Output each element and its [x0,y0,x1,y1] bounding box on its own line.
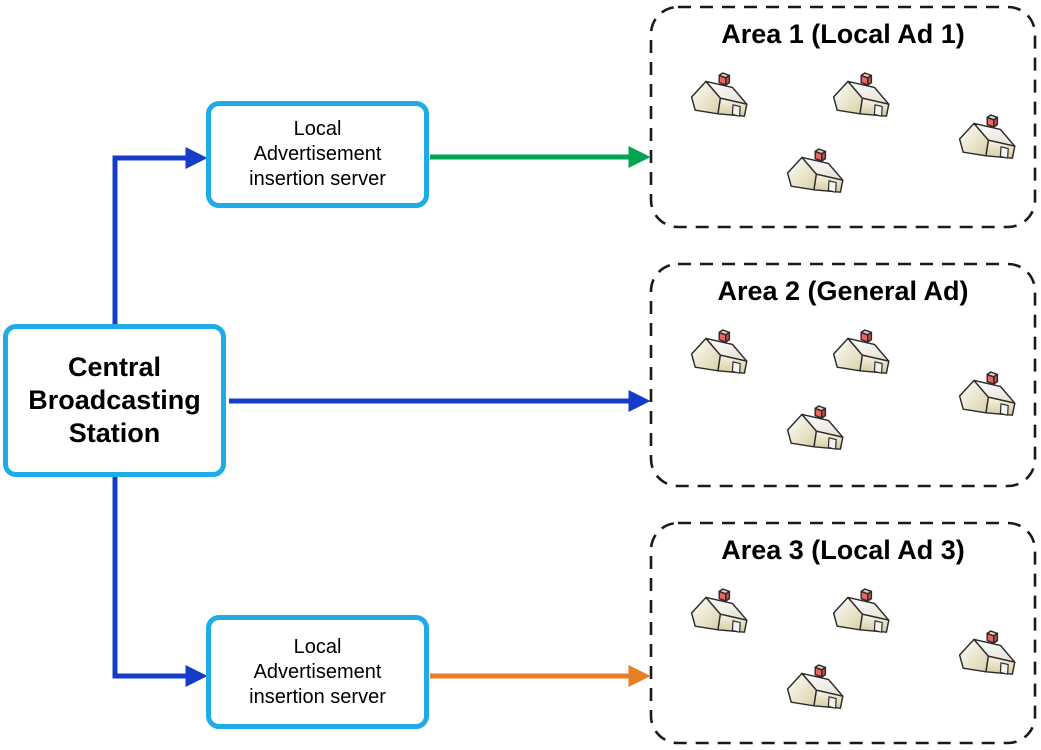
area-2-zone: Area 2 (General Ad) [650,263,1036,488]
area-1-zone: Area 1 (Local Ad 1) [650,6,1036,227]
house-icon [830,580,890,646]
area-1-title: Area 1 (Local Ad 1) [721,19,965,49]
connector-central-to-server-bottom [112,474,208,688]
house-icon [784,140,844,206]
central-broadcasting-station-node: Central Broadcasting Station [3,324,226,477]
local-ad-insertion-server-top-node: Local Advertisement insertion server [206,101,429,208]
house-icon [688,64,748,130]
house-icon [688,580,748,646]
house-icon [956,622,1016,688]
area-1-dashed-border [649,5,1037,229]
house-icon [830,64,890,130]
area-3-dashed-border [649,521,1037,745]
central-broadcasting-station-label: Central Broadcasting Station [28,352,201,448]
house-icon [956,106,1016,172]
area-2-dashed-border [649,262,1037,488]
house-icon [688,321,748,387]
local-ad-insertion-server-top-label: Local Advertisement insertion server [249,118,386,190]
connector-central-to-server-top [112,146,208,326]
local-ad-insertion-server-bottom-label: Local Advertisement insertion server [249,635,386,708]
area-3-title: Area 3 (Local Ad 3) [721,535,965,565]
area-2-title: Area 2 (General Ad) [717,276,969,306]
area-3-zone: Area 3 (Local Ad 3) [650,522,1036,744]
house-icon [784,656,844,722]
house-icon [956,363,1016,429]
house-icon [830,321,890,387]
house-icon [784,397,844,463]
local-ad-insertion-server-bottom-node: Local Advertisement insertion server [206,615,429,729]
